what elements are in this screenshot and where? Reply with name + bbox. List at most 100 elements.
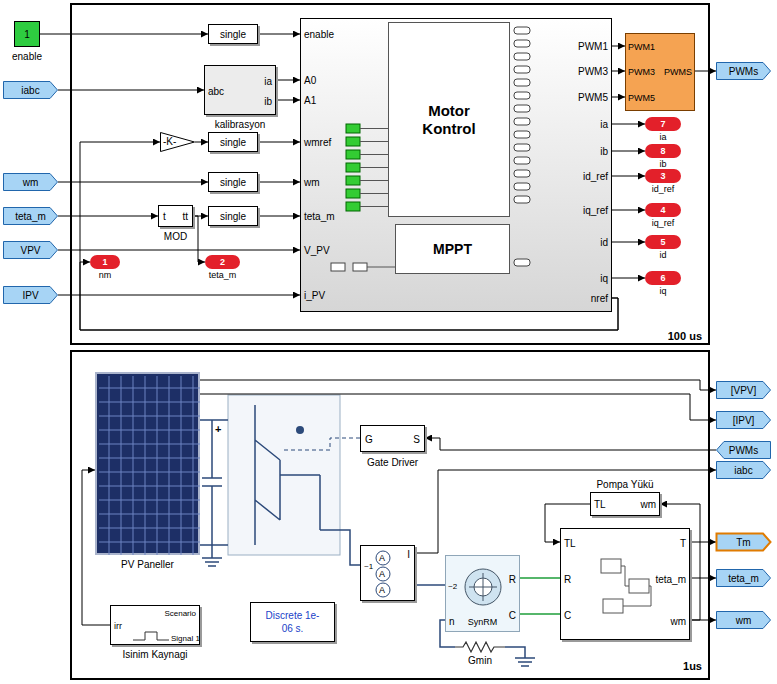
- path-part: [99, 444, 200, 445]
- signal-line: [690, 620, 716, 621]
- block-label: teta_m: [728, 572, 759, 585]
- signal-line: [695, 71, 716, 72]
- goto-tag: 7ia: [645, 117, 681, 131]
- block-label: iabc: [734, 464, 752, 477]
- rect-part: [601, 559, 621, 573]
- rect-part: [514, 118, 530, 125]
- rect-part: [346, 150, 360, 159]
- pwm-block: PWM1PWM3PWM5PWMS: [625, 33, 695, 111]
- mod-block: tttMOD: [158, 205, 193, 227]
- rect-part: [629, 579, 649, 593]
- rect-part: [514, 53, 530, 60]
- block-label: t: [163, 210, 166, 223]
- block-label: id: [605, 250, 721, 261]
- block-label: A: [379, 552, 385, 565]
- signal-line: [612, 151, 645, 152]
- block-label: S: [413, 433, 420, 446]
- block-label: Tm: [736, 536, 750, 549]
- block-label: single: [220, 28, 246, 41]
- block-label: G: [365, 433, 373, 446]
- block-label: single: [220, 136, 246, 149]
- block-label: Discrete 1e-06 s.: [263, 609, 323, 635]
- path-part: [360, 154, 389, 155]
- block-label: T: [680, 537, 686, 550]
- block-label: C: [509, 609, 516, 622]
- polygon-part: [717, 534, 771, 551]
- path-part: [99, 500, 200, 501]
- rect-part: [331, 263, 345, 271]
- block-label: [VPV]: [731, 384, 757, 397]
- block-label: IPV: [22, 289, 38, 302]
- signal-line: [690, 542, 716, 543]
- signal-line: [276, 80, 300, 81]
- signal-line: [690, 578, 716, 579]
- port-block: wm: [3, 173, 58, 191]
- block-label: Gate Driver: [321, 456, 464, 469]
- port-block: VPV: [3, 241, 58, 259]
- polyline-part: [455, 642, 505, 652]
- block-label: teta_m: [655, 573, 686, 586]
- rect-part: [603, 599, 623, 613]
- path-part: [360, 180, 389, 181]
- polygon-part: [4, 287, 58, 304]
- path-part: [360, 193, 389, 194]
- block-label: 6: [605, 271, 721, 285]
- port-block: Tm: [716, 533, 771, 551]
- rect-part: [514, 259, 530, 266]
- rect-part: [514, 27, 530, 34]
- block-label: PWMs: [729, 444, 758, 457]
- block-label: PWM3: [628, 66, 655, 79]
- block-label: 4: [605, 203, 721, 217]
- solver-block: Discrete 1e-06 s.: [250, 602, 335, 642]
- power-wire: [520, 577, 560, 579]
- path-part: [99, 430, 200, 431]
- signal-line: [195, 142, 208, 143]
- current-meter: AAAI~1: [360, 545, 415, 601]
- block-label: wm: [304, 176, 320, 189]
- block-label: ib: [264, 95, 272, 108]
- block-label: Isinim Kaynagi: [71, 648, 239, 661]
- block-label: ia: [264, 75, 272, 88]
- signal-line: [200, 394, 716, 420]
- block-label: teta_m: [15, 210, 46, 223]
- block-label: A1: [304, 94, 316, 107]
- subsystem-frame: 100 ussingleabciaibkalibrasyon-K-singles…: [70, 3, 710, 345]
- polygon-part: [717, 570, 771, 587]
- signal-line: [612, 176, 645, 177]
- path-part: [99, 472, 200, 473]
- signal-line: [612, 46, 625, 47]
- block-label: V_PV: [304, 244, 330, 257]
- signal-line: [58, 250, 300, 251]
- path-part: [99, 402, 200, 403]
- signal-line: [58, 295, 300, 296]
- signal-line: [258, 182, 300, 183]
- path-part: [99, 514, 200, 515]
- signal-line: [58, 90, 204, 91]
- block-label: iq_ref: [583, 204, 608, 217]
- block-label: Pompa Yükü: [551, 478, 699, 491]
- block-label: n: [449, 615, 455, 628]
- path-part: [360, 141, 389, 142]
- path-part: [99, 388, 200, 389]
- block-label: Gmin: [415, 654, 545, 667]
- path-part: [367, 267, 396, 268]
- block-label: 7: [605, 117, 721, 131]
- rect-part: [346, 137, 360, 146]
- block-label: PWM5: [578, 91, 608, 104]
- path-part: [360, 167, 389, 168]
- block-label: id_ref: [605, 184, 721, 195]
- signal-line: [193, 216, 205, 262]
- convert-block: single: [208, 132, 258, 152]
- block-label: tt: [182, 210, 188, 223]
- block-label: A0: [304, 74, 316, 87]
- rect-part: [346, 189, 360, 198]
- block-label: wm: [670, 615, 686, 628]
- rect-part: [514, 183, 530, 190]
- block-label: nref: [591, 292, 608, 305]
- signal-line: [612, 124, 645, 125]
- block-label: single: [220, 176, 246, 189]
- signal-line: [258, 34, 300, 35]
- block-label: 1: [0, 28, 79, 41]
- rect-part: [346, 124, 360, 133]
